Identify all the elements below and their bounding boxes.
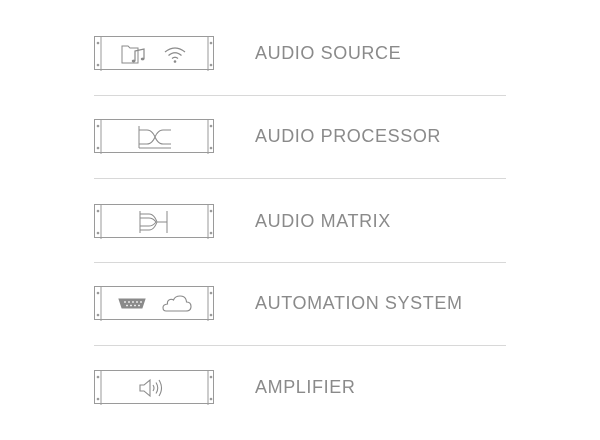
device-row-audio-matrix: AUDIO MATRIX — [0, 204, 600, 264]
device-label: AUDIO SOURCE — [255, 43, 402, 63]
device-label: AUDIO PROCESSOR — [255, 126, 442, 146]
device-label: AUTOMATION SYSTEM — [255, 293, 463, 313]
crossover-filter-icon — [138, 126, 171, 149]
device-row-audio-source: AUDIO SOURCE — [0, 36, 600, 96]
rack-unit — [94, 286, 214, 321]
rack-ears — [96, 287, 213, 321]
device-row-amplifier: AMPLIFIER — [0, 370, 600, 430]
device-row-automation-system: AUTOMATION SYSTEM — [0, 286, 600, 346]
folder-music-icon — [121, 45, 145, 64]
cloud-icon — [162, 295, 192, 312]
rack-ears — [96, 120, 213, 154]
device-row-audio-processor: AUDIO PROCESSOR — [0, 119, 600, 179]
rack-ears — [96, 37, 213, 71]
matrix-routing-icon — [139, 211, 168, 233]
device-label: AMPLIFIER — [255, 377, 356, 397]
rack-ears — [96, 371, 213, 405]
divider — [94, 345, 506, 346]
rack-unit — [94, 119, 214, 154]
serial-port-icon — [118, 298, 146, 309]
wifi-icon — [164, 47, 186, 63]
divider — [94, 262, 506, 263]
rack-unit — [94, 370, 214, 405]
speaker-icon — [139, 378, 163, 398]
divider — [94, 95, 506, 96]
rack-ears — [96, 205, 213, 239]
rack-unit — [94, 36, 214, 71]
device-label: AUDIO MATRIX — [255, 211, 391, 231]
divider — [94, 178, 506, 179]
rack-unit — [94, 204, 214, 239]
